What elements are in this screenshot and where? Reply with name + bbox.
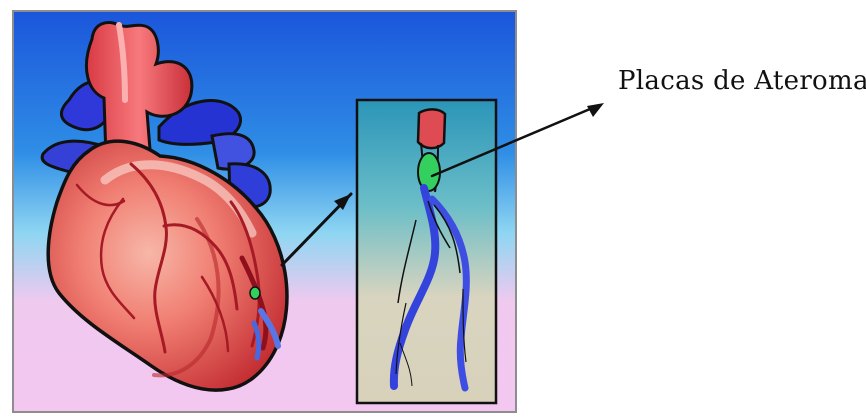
artery-inset — [357, 100, 496, 403]
heart-panel — [12, 10, 517, 413]
heart-illustration — [14, 12, 517, 413]
plaque-marker-heart — [250, 287, 260, 299]
plaque-label: Placas de Ateroma — [618, 66, 866, 96]
